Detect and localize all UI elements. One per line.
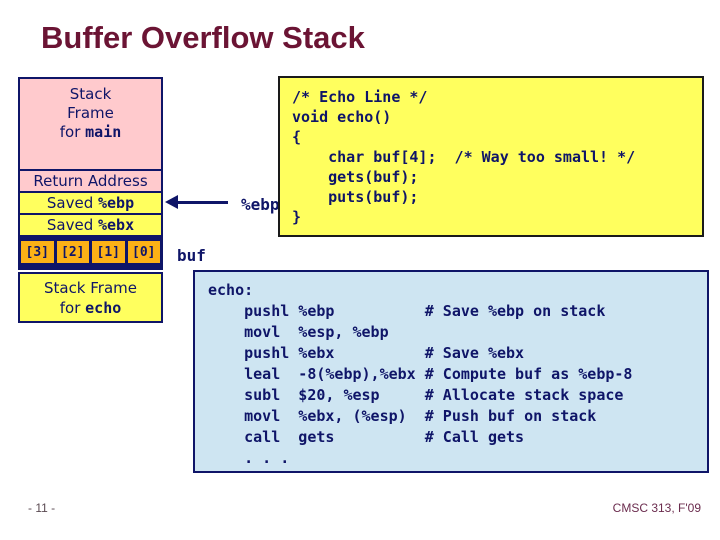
buf-cell-2: [2] bbox=[56, 241, 89, 263]
stack-frame-main-line2: Frame bbox=[67, 104, 114, 122]
c-code-listing: /* Echo Line */ void echo() { char buf[4… bbox=[292, 88, 636, 226]
ebp-arrow bbox=[172, 201, 228, 204]
c-code-box: /* Echo Line */ void echo() { char buf[4… bbox=[278, 76, 704, 237]
stack-frame-main-line3: for main bbox=[59, 123, 122, 141]
return-address-label: Return Address bbox=[33, 172, 148, 190]
buf-cell-0: [0] bbox=[127, 241, 160, 263]
ebp-pointer-label: %ebp bbox=[241, 195, 280, 214]
page-title: Buffer Overflow Stack bbox=[41, 20, 365, 55]
buf-cell-3: [3] bbox=[21, 241, 54, 263]
asm-code-box: echo: pushl %ebp # Save %ebp on stack mo… bbox=[193, 270, 709, 473]
course-footer: CMSC 313, F'09 bbox=[612, 501, 701, 515]
stack-frame-main-box: Stack Frame for main bbox=[18, 77, 163, 171]
asm-code-listing: echo: pushl %ebp # Save %ebp on stack mo… bbox=[208, 281, 633, 467]
stack-frame-echo-line2: for echo bbox=[59, 299, 122, 317]
return-address-box: Return Address bbox=[18, 169, 163, 193]
ebp-arrow-head-icon bbox=[165, 195, 178, 209]
stack-frame-echo-box: Stack Frame for echo bbox=[18, 272, 163, 323]
buf-cell-1: [1] bbox=[92, 241, 125, 263]
saved-ebx-box: Saved %ebx bbox=[18, 213, 163, 237]
page-number: - 11 - bbox=[28, 501, 56, 515]
buf-label: buf bbox=[177, 246, 206, 265]
stack-frame-main-line1: Stack bbox=[69, 85, 112, 103]
stack-frame-echo-line1: Stack Frame bbox=[43, 279, 138, 297]
saved-ebp-box: Saved %ebp bbox=[18, 191, 163, 215]
buf-cells-row: [3] [2] [1] [0] bbox=[18, 235, 163, 270]
